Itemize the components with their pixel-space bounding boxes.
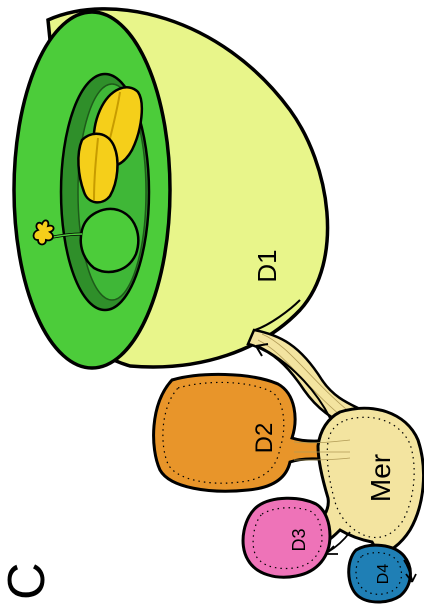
d3-region [243,498,330,577]
label-d1: D1 [252,249,282,282]
label-d3: D3 [289,528,309,551]
label-mer: Mer [365,454,396,502]
ovary [81,209,139,272]
corner-glyph: C [0,562,56,600]
label-d4: D4 [375,564,392,585]
label-d2: D2 [251,423,278,454]
